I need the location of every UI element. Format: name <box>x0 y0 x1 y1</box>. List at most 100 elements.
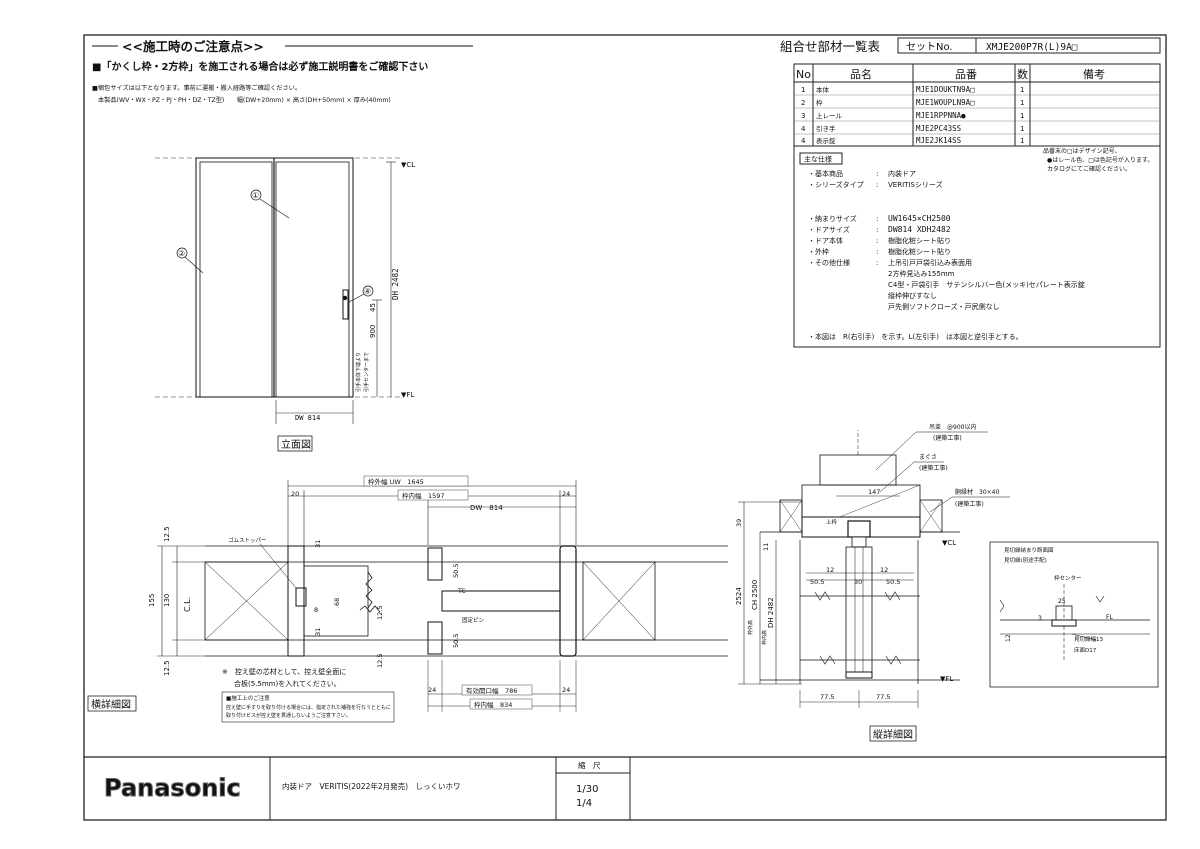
elevation-caption: 立面図 <box>281 438 311 451</box>
svg-text:FL: FL <box>1106 614 1113 621</box>
svg-text:戸先側ソフトクローズ・戸尻側なし: 戸先側ソフトクローズ・戸尻側なし <box>888 302 1000 311</box>
svg-text:25: 25 <box>1058 598 1066 605</box>
svg-text:枠センター: 枠センター <box>1054 574 1082 582</box>
svg-text:吊束 @900以内: 吊束 @900以内 <box>929 423 976 431</box>
svg-text:枠内幅 834: 枠内幅 834 <box>474 700 512 709</box>
svg-text:20: 20 <box>291 490 299 498</box>
svg-text:12: 12 <box>880 566 888 574</box>
elevation-view: ▼CL ▼FL DH 2482 900 45 引手本体下端より 引手センターまで… <box>155 157 415 452</box>
svg-text:12: 12 <box>1005 634 1012 642</box>
svg-text:床面D17: 床面D17 <box>1074 646 1097 654</box>
svg-text:CH 2500: CH 2500 <box>751 580 759 610</box>
scale-label: 縮 尺 <box>578 760 601 770</box>
svg-text:12.5: 12.5 <box>376 654 384 668</box>
effective-opening: 有効開口幅 786 <box>466 686 517 695</box>
plywood-note-1: ※ 控え壁の芯材として、控え壁全面に <box>222 667 346 676</box>
svg-text:見切縁納まり断面図: 見切縁納まり断面図 <box>1004 546 1054 554</box>
svg-text:1: 1 <box>1020 99 1024 107</box>
th-qty: 数 <box>1017 68 1028 81</box>
svg-text:24: 24 <box>428 686 436 694</box>
svg-text:引手本体下端より: 引手本体下端より <box>355 352 362 392</box>
svg-text:45: 45 <box>369 303 377 312</box>
svg-text:4: 4 <box>801 125 806 133</box>
svg-text:上吊引戸戸袋引込み表面用: 上吊引戸戸袋引込み表面用 <box>888 258 972 267</box>
svg-text:130: 130 <box>163 594 171 607</box>
product-name: 内装ドア VERITIS(2022年2月発売) しっくいホワ <box>282 781 461 791</box>
spec-footer: ・本図は R(右引手) を示す。L(左引手) は本図と逆引手とする。 <box>808 332 1023 341</box>
svg-text:▼CL: ▼CL <box>942 539 956 547</box>
spec-note-1: 品番末の□はデザイン記号、 <box>1043 147 1121 155</box>
svg-text:900: 900 <box>369 325 377 338</box>
notice-block: <<施工時のご注意点>> ■「かくし枠・2方枠」を施工される場合は必ず施工説明書… <box>92 39 473 104</box>
svg-text:39: 39 <box>735 519 743 527</box>
svg-text:引き手: 引き手 <box>816 124 836 133</box>
svg-text:枠: 枠 <box>816 98 823 107</box>
svg-text:8: 8 <box>314 606 318 614</box>
svg-text:24: 24 <box>562 686 570 694</box>
svg-text:MJE1RPPNNA●: MJE1RPPNNA● <box>916 111 966 120</box>
svg-text:DW 814: DW 814 <box>470 504 503 512</box>
svg-text:12.5: 12.5 <box>163 660 171 676</box>
parts-table: 組合せ部材一覧表 セットNo. XMJE200P7R(L)9A□ No 品名 品… <box>780 37 1161 147</box>
svg-text::: : <box>876 248 878 256</box>
table-row: 4 表示錠 MJE2JK14SS 1 <box>801 136 1024 145</box>
horizontal-section: 枠外幅 UW 1645 枠内幅 1597 DW 814 20 24 <box>87 475 728 723</box>
scale-1: 1/30 <box>576 784 598 795</box>
svg-text:①: ① <box>252 191 259 200</box>
svg-text:50.5: 50.5 <box>886 578 900 586</box>
fl-level-elevation: ▼FL <box>401 391 414 399</box>
dw-dimension: DW 814 <box>295 414 320 422</box>
svg-text:C.L.: C.L. <box>183 597 192 612</box>
spec-note-3: カタログにてご確認ください。 <box>1047 165 1131 173</box>
svg-text:枠内幅 1597: 枠内幅 1597 <box>402 491 445 500</box>
svg-text:上枠: 上枠 <box>826 518 838 526</box>
brand-logo: Panasonic <box>104 774 241 802</box>
svg-text:155: 155 <box>148 594 156 607</box>
svg-text:12.5: 12.5 <box>163 526 171 542</box>
svg-text:1: 1 <box>1020 137 1024 145</box>
svg-text:11: 11 <box>762 543 770 551</box>
svg-text::: : <box>876 237 878 245</box>
svg-text:50.5: 50.5 <box>452 634 460 648</box>
svg-text:31: 31 <box>314 628 322 636</box>
svg-text:31: 31 <box>314 540 322 548</box>
svg-text::: : <box>876 181 878 189</box>
vertical-section: ▼CL ▼FL 上枠 吊束 @900以内 (建築工事) まぐさ (建築工事) 胴… <box>735 423 1010 742</box>
scale-2: 1/4 <box>576 798 592 809</box>
svg-text:68: 68 <box>333 598 341 606</box>
svg-text:VERITISシリーズ: VERITISシリーズ <box>888 180 943 189</box>
svg-text:枠外高: 枠外高 <box>747 620 754 635</box>
parts-table-title: 組合せ部材一覧表 <box>780 39 881 54</box>
svg-text:引手センターまで: 引手センターまで <box>363 352 370 392</box>
svg-text:MJE1DOUKTN9A□: MJE1DOUKTN9A□ <box>916 85 975 94</box>
svg-text:④: ④ <box>364 287 371 296</box>
svg-text:MJE1WOUPLN9A□: MJE1WOUPLN9A□ <box>916 98 975 107</box>
svg-text:1: 1 <box>1020 86 1024 94</box>
svg-text:・納まりサイズ: ・納まりサイズ <box>808 214 857 223</box>
dh-dimension: DH 2482 <box>391 268 400 300</box>
svg-text:見切縁幅13: 見切縁幅13 <box>1074 635 1103 643</box>
svg-text:DH 2482: DH 2482 <box>767 597 775 628</box>
svg-text:C4型・戸袋引手 サテンシルバー色(メッキ)セパレート表示錠: C4型・戸袋引手 サテンシルバー色(メッキ)セパレート表示錠 <box>888 280 1085 289</box>
svg-text:樹脂化粧シート貼り: 樹脂化粧シート貼り <box>888 247 951 256</box>
svg-text:24: 24 <box>562 490 570 498</box>
set-label: セットNo. <box>906 41 953 53</box>
svg-text:ゴムストッパー: ゴムストッパー <box>228 536 267 544</box>
svg-text:・その他仕様: ・その他仕様 <box>808 258 850 267</box>
svg-text:取り付けビスが控え壁を貫通しないようご注意下さい。: 取り付けビスが控え壁を貫通しないようご注意下さい。 <box>226 712 351 719</box>
set-value: XMJE200P7R(L)9A□ <box>986 42 1078 53</box>
svg-text::: : <box>876 215 878 223</box>
svg-text:DW814 XDH2482: DW814 XDH2482 <box>888 225 951 234</box>
svg-text:まぐさ: まぐさ <box>919 454 937 461</box>
svg-text:1: 1 <box>1020 112 1024 120</box>
svg-text:MJE2JK14SS: MJE2JK14SS <box>916 136 962 145</box>
svg-text:(建築工事): (建築工事) <box>933 434 962 442</box>
svg-text:77.5: 77.5 <box>820 693 834 701</box>
uw-dimension: 枠外幅 UW 1645 <box>368 477 424 486</box>
svg-text:②: ② <box>178 249 185 258</box>
th-no: No <box>796 68 811 81</box>
svg-text:樹脂化粧シート貼り: 樹脂化粧シート貼り <box>888 236 951 245</box>
svg-text:77.5: 77.5 <box>876 693 890 701</box>
svg-text:12: 12 <box>826 566 834 574</box>
svg-text:UW1645×CH2500: UW1645×CH2500 <box>888 214 951 223</box>
